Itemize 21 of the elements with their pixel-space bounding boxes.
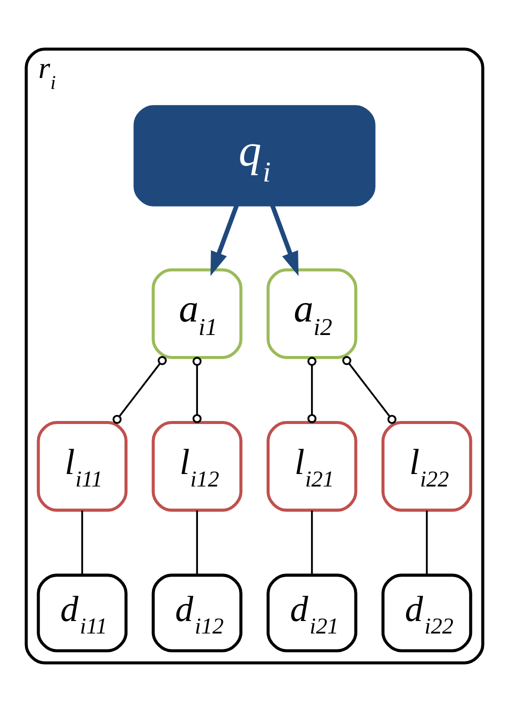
connector — [112, 356, 167, 424]
connector — [196, 510, 198, 574]
node-box: a$_{i1}$ — [152, 268, 242, 359]
node-box: d$_{i11}$ — [36, 573, 128, 652]
node-box: l$_{i21}$ — [266, 420, 358, 512]
node-box: l$_{i12}$ — [152, 420, 242, 512]
node-box: d$_{i21}$ — [266, 573, 358, 652]
connector — [307, 356, 316, 423]
connector — [342, 356, 396, 424]
arrow — [210, 204, 239, 276]
node-box: l$_{i22}$ — [381, 420, 472, 512]
node-box: l$_{i11}$ — [36, 420, 128, 512]
node-box: d$_{i22}$ — [381, 573, 472, 652]
connector — [426, 510, 428, 574]
arrow — [270, 204, 299, 276]
node-box: d$_{i12}$ — [152, 573, 242, 652]
connector — [192, 356, 202, 423]
node-box: q$_{i}$ — [134, 104, 376, 206]
connector — [311, 510, 313, 574]
node-box: a$_{i2}$ — [266, 268, 358, 359]
connector — [81, 510, 84, 574]
